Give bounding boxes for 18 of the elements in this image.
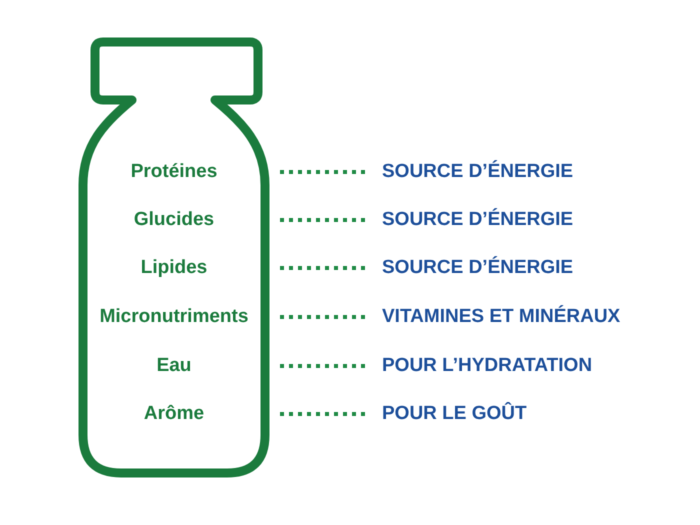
nutrient-label: Lipides	[140, 256, 208, 280]
function-label: SOURCE D’ÉNERGIE	[382, 207, 574, 232]
nutrient-label: Protéines	[130, 160, 218, 184]
nutrient-label: Eau	[156, 354, 192, 378]
nutrient-label: Micronutriments	[100, 305, 248, 329]
function-label: SOURCE D’ÉNERGIE	[382, 159, 574, 184]
dotted-connector	[280, 218, 365, 222]
nutrient-label: Arôme	[144, 402, 204, 426]
dotted-connector	[280, 412, 365, 416]
function-label: SOURCE D’ÉNERGIE	[382, 255, 574, 280]
dotted-connector	[280, 266, 365, 270]
function-label: VITAMINES ET MINÉRAUX	[382, 304, 620, 329]
function-label: POUR L’HYDRATATION	[382, 354, 592, 378]
nutrient-label: Glucides	[134, 208, 214, 232]
dotted-connector	[280, 315, 365, 319]
dotted-connector	[280, 170, 365, 174]
dotted-connector	[280, 364, 365, 368]
function-label: POUR LE GOÛT	[382, 401, 527, 426]
